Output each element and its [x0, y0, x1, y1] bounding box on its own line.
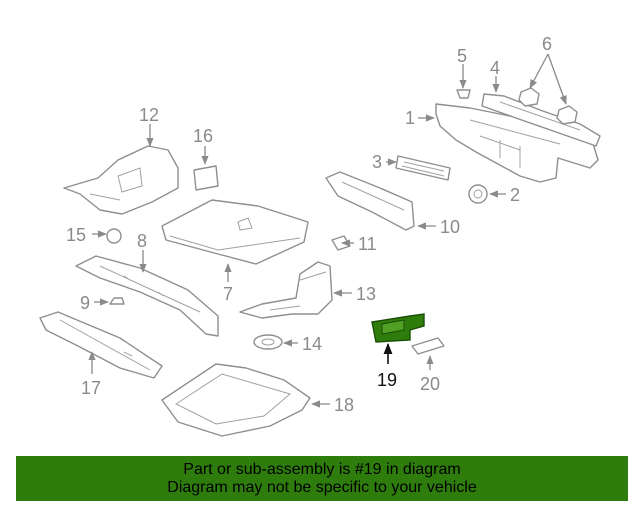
callout-20: 20 — [420, 374, 440, 394]
parts-diagram: 1 2 3 4 5 6 7 8 9 10 11 12 13 14 15 16 1… — [39, 34, 601, 437]
part-16-pad — [193, 165, 219, 191]
info-banner: Part or sub-assembly is #19 in diagram D… — [16, 456, 628, 501]
part-17-rail — [39, 311, 163, 379]
part-3-grille — [395, 155, 451, 181]
callout-19: 19 — [377, 370, 397, 390]
part-14-cap — [253, 334, 283, 350]
callout-7: 7 — [223, 284, 233, 304]
part-18-tray — [161, 363, 311, 437]
callout-16: 16 — [193, 126, 213, 146]
callout-8: 8 — [137, 231, 147, 251]
callout-12: 12 — [139, 105, 159, 125]
part-15-clip — [106, 228, 122, 244]
part-19-highlighted — [371, 313, 425, 343]
part-5-clip — [456, 89, 471, 99]
part-2-grommet — [468, 184, 488, 204]
callout-9: 9 — [80, 293, 90, 313]
part-10-sill — [325, 171, 415, 231]
callout-18: 18 — [334, 395, 354, 415]
callout-14: 14 — [302, 334, 322, 354]
part-7-floor-board — [161, 199, 309, 265]
callout-6: 6 — [542, 34, 552, 54]
callout-4: 4 — [490, 58, 500, 78]
callout-15: 15 — [66, 225, 86, 245]
leader-lines — [88, 53, 567, 408]
callout-1: 1 — [405, 108, 415, 128]
part-9-clip — [109, 297, 125, 305]
callout-13: 13 — [356, 284, 376, 304]
callout-10: 10 — [440, 217, 460, 237]
part-20-pin — [411, 337, 445, 355]
part-8-shelf — [75, 255, 219, 337]
callout-5: 5 — [457, 46, 467, 66]
part-13-bracket — [239, 261, 333, 319]
banner-line-disclaimer: Diagram may not be specific to your vehi… — [167, 479, 477, 496]
callout-3: 3 — [372, 152, 382, 172]
part-6-nuts — [518, 87, 578, 125]
part-12-side-trim — [63, 145, 179, 215]
callout-2: 2 — [510, 185, 520, 205]
banner-line-part: Part or sub-assembly is #19 in diagram — [183, 461, 461, 478]
callout-17: 17 — [81, 378, 101, 398]
callout-11: 11 — [358, 234, 377, 254]
